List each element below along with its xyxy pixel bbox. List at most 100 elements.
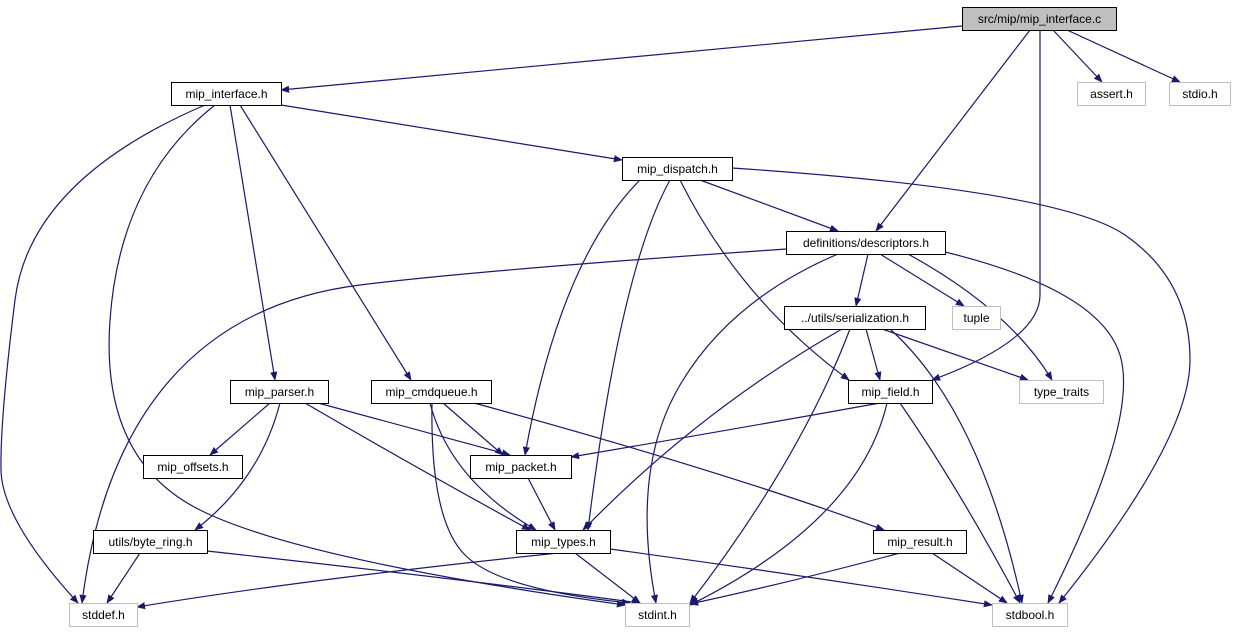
- node-label: src/mip/mip_interface.c: [978, 12, 1101, 26]
- node-box: [171, 82, 282, 106]
- node-mip-cmdqueue-h[interactable]: mip_cmdqueue.h: [371, 380, 492, 404]
- edge-descriptors-h-to-stdint-h: [646, 253, 839, 604]
- edge-mip-types-h-to-stdint-h: [574, 552, 641, 604]
- node-byte-ring-h[interactable]: utils/byte_ring.h: [93, 530, 208, 554]
- node-label: stddef.h: [82, 608, 125, 622]
- edge-byte-ring-h-to-stdint-h: [206, 550, 641, 606]
- edge-mip-result-h-to-stdint-h: [689, 552, 901, 606]
- node-label: mip_offsets.h: [157, 460, 228, 474]
- node-stdio-h: stdio.h: [1169, 82, 1231, 106]
- node-layer: src/mip/mip_interface.c mip_interface.h as…: [69, 7, 1231, 627]
- node-label: utils/byte_ring.h: [108, 535, 192, 549]
- node-label: mip_packet.h: [485, 460, 556, 474]
- node-box: [143, 455, 243, 479]
- node-box: [622, 157, 733, 181]
- node-label: mip_result.h: [887, 535, 952, 549]
- edge-mip-cmdqueue-h-to-mip-packet-h: [442, 402, 504, 456]
- edge-mip-interface-h-to-mip-dispatch-h: [280, 104, 623, 163]
- node-box: [1019, 380, 1104, 404]
- node-mip-result-h[interactable]: mip_result.h: [873, 530, 967, 554]
- node-tuple: tuple: [952, 306, 1001, 330]
- edge-mip-dispatch-h-to-mip-field-h: [679, 179, 850, 381]
- edge-serialization-h-to-type-traits: [881, 328, 1029, 381]
- edge-descriptors-h-to-tuple: [879, 253, 965, 307]
- node-mip-dispatch-h[interactable]: mip_dispatch.h: [622, 157, 733, 181]
- edge-mip-interface-c-to-mip-field-h: [931, 30, 1041, 381]
- edge-mip-interface-h-to-mip-cmdqueue-h: [239, 104, 412, 381]
- edge-mip-field-h-to-mip-packet-h: [570, 402, 881, 460]
- node-box: [371, 380, 492, 404]
- edge-mip-result-h-to-stdbool-h: [931, 552, 1008, 604]
- node-label: mip_interface.h: [185, 87, 267, 101]
- node-mip-parser-h[interactable]: mip_parser.h: [230, 380, 329, 404]
- edge-byte-ring-h-to-stddef-h: [106, 552, 141, 604]
- edge-mip-field-h-to-stdint-h: [689, 402, 888, 606]
- edge-layer: [0, 25, 1191, 610]
- edge-mip-cmdqueue-h-to-mip-types-h: [429, 402, 537, 531]
- node-box: [962, 7, 1117, 31]
- edge-mip-parser-h-to-byte-ring-h: [194, 402, 281, 531]
- edge-mip-interface-h-to-stddef-h: [0, 104, 206, 604]
- node-box: [69, 603, 138, 627]
- edge-mip-cmdqueue-h-to-stdint-h: [431, 402, 631, 606]
- edge-descriptors-h-to-stddef-h: [79, 248, 787, 604]
- node-descriptors-h[interactable]: definitions/descriptors.h: [786, 231, 946, 255]
- node-label: type_traits: [1034, 385, 1089, 399]
- node-label: stdbool.h: [1006, 608, 1055, 622]
- node-box: [952, 306, 1001, 330]
- node-label: mip_types.h: [531, 535, 596, 549]
- node-mip-types-h[interactable]: mip_types.h: [516, 530, 611, 554]
- node-label: definitions/descriptors.h: [803, 236, 929, 250]
- edge-mip-types-h-to-stdbool-h: [609, 548, 993, 608]
- edge-mip-packet-h-to-mip-types-h: [527, 477, 556, 531]
- node-label: mip_parser.h: [245, 385, 314, 399]
- node-box: [784, 306, 926, 330]
- node-mip-offsets-h[interactable]: mip_offsets.h: [143, 455, 243, 479]
- edge-mip-parser-h-to-mip-types-h: [304, 402, 531, 531]
- edge-mip-interface-c-to-stdio-h: [1066, 29, 1181, 83]
- edge-mip-dispatch-h-to-mip-packet-h: [522, 179, 641, 456]
- edge-serialization-h-to-mip-types-h: [582, 328, 843, 531]
- node-label: stdio.h: [1182, 87, 1217, 101]
- edge-serialization-h-to-mip-field-h: [865, 328, 882, 381]
- edge-mip-interface-c-to-mip-interface-h: [280, 25, 963, 93]
- node-label: mip_field.h: [861, 385, 919, 399]
- node-mip-field-h[interactable]: mip_field.h: [848, 380, 933, 404]
- node-label: stdint.h: [638, 608, 677, 622]
- node-serialization-h[interactable]: ../utils/serialization.h: [784, 306, 926, 330]
- node-box: [1169, 82, 1231, 106]
- edge-mip-parser-h-to-mip-packet-h: [317, 402, 511, 457]
- node-box: [786, 231, 946, 255]
- edge-serialization-h-to-stdint-h: [689, 328, 851, 604]
- edge-mip-interface-h-to-mip-parser-h: [229, 104, 278, 381]
- edge-mip-dispatch-h-to-stdbool-h: [731, 167, 1191, 604]
- node-mip-interface-h[interactable]: mip_interface.h: [171, 82, 282, 106]
- node-box: [873, 530, 967, 554]
- edge-mip-interface-c-to-descriptors-h: [875, 29, 1031, 232]
- node-box: [470, 455, 572, 479]
- node-mip-interface-c[interactable]: src/mip/mip_interface.c: [962, 7, 1117, 31]
- node-box: [848, 380, 933, 404]
- node-stdbool-h: stdbool.h: [992, 603, 1068, 627]
- edge-descriptors-h-to-serialization-h: [854, 253, 869, 307]
- node-box: [992, 603, 1068, 627]
- node-stddef-h: stddef.h: [69, 603, 138, 627]
- edge-mip-field-h-to-stdbool-h: [899, 402, 1021, 604]
- edge-mip-parser-h-to-mip-offsets-h: [209, 402, 271, 456]
- node-assert-h: assert.h: [1077, 82, 1146, 106]
- node-label: mip_cmdqueue.h: [385, 385, 477, 399]
- node-stdint-h: stdint.h: [625, 603, 690, 627]
- node-mip-packet-h[interactable]: mip_packet.h: [470, 455, 572, 479]
- edge-mip-interface-c-to-assert-h: [1052, 29, 1103, 83]
- edge-descriptors-h-to-stdbool-h: [944, 251, 1125, 604]
- node-label: tuple: [963, 311, 989, 325]
- edge-mip-cmdqueue-h-to-mip-result-h: [473, 402, 885, 531]
- edge-mip-types-h-to-stddef-h: [136, 552, 559, 610]
- edge-mip-dispatch-h-to-descriptors-h: [699, 179, 839, 232]
- node-box: [625, 603, 690, 627]
- edge-serialization-h-to-stdbool-h: [889, 328, 1024, 604]
- node-label: mip_dispatch.h: [637, 162, 718, 176]
- edge-mip-dispatch-h-to-mip-types-h: [585, 179, 671, 531]
- node-label: assert.h: [1090, 87, 1133, 101]
- node-box: [93, 530, 208, 554]
